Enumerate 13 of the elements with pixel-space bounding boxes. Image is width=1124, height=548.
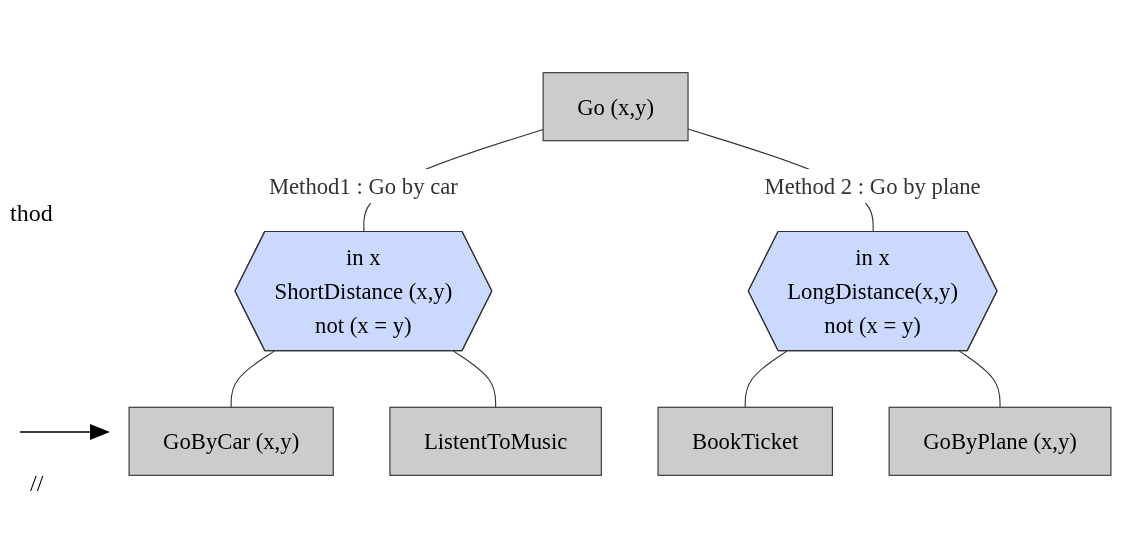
connector bbox=[230, 350, 275, 408]
connector bbox=[452, 350, 497, 408]
node-box: ListentToMusic bbox=[389, 406, 602, 476]
note-text: thod bbox=[10, 200, 53, 227]
node-box: GoByCar (x,y) bbox=[128, 406, 334, 476]
edge-label: Method 2 : Go by plane bbox=[764, 173, 981, 199]
connector bbox=[958, 350, 1001, 408]
node-box: Go (x,y) bbox=[542, 72, 689, 142]
edge-label: Method1 : Go by car bbox=[268, 173, 458, 199]
parallel-mark: // bbox=[30, 470, 44, 497]
connector bbox=[744, 350, 788, 408]
node-box: GoByPlane (x,y) bbox=[888, 406, 1112, 476]
node-box: BookTicket bbox=[657, 406, 833, 476]
